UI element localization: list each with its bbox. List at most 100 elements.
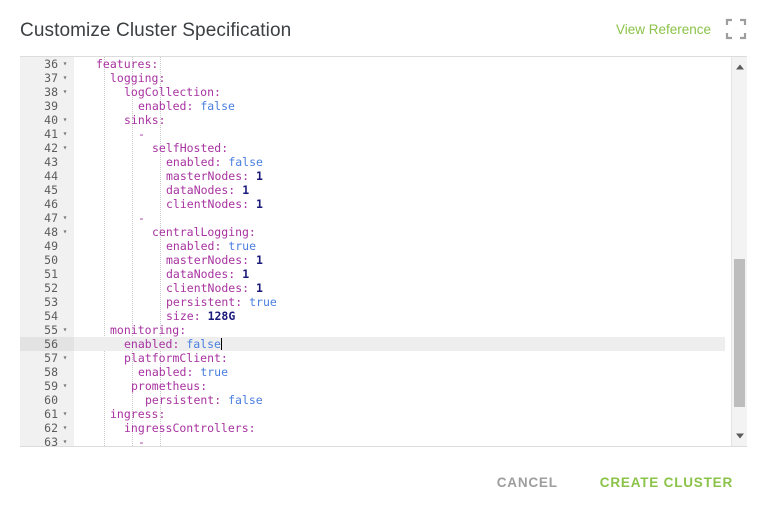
fold-toggle-icon[interactable]: ▾ [62,381,68,390]
code-token: centralLogging: [152,225,256,239]
code-text: platformClient: [74,351,228,365]
code-text: features: [74,57,158,71]
code-token: masterNodes: [166,253,250,267]
code-text: enabled: false [74,155,263,169]
code-text: sinks: [74,113,166,127]
code-line[interactable]: 63▾ - [20,435,725,446]
line-number: 60 [20,393,74,407]
dialog-header: Customize Cluster Specification View Ref… [0,0,763,52]
code-line[interactable]: 47▾- [20,211,725,225]
line-number: 63▾ [20,435,74,446]
fold-toggle-icon[interactable]: ▾ [62,353,68,362]
code-line[interactable]: 38▾logCollection: [20,85,725,99]
cancel-button[interactable]: CANCEL [493,469,562,496]
code-text: - [74,211,145,225]
code-token: - [138,435,145,446]
fold-toggle-icon[interactable]: ▾ [62,87,68,96]
line-number: 51 [20,267,74,281]
line-number: 62▾ [20,421,74,435]
code-line[interactable]: 57▾platformClient: [20,351,725,365]
code-line[interactable]: 42▾selfHosted: [20,141,725,155]
fold-toggle-icon[interactable]: ▾ [62,129,68,138]
fold-toggle-icon[interactable]: ▾ [62,213,68,222]
code-token: monitoring: [110,323,187,337]
code-line[interactable]: 36▾features: [20,57,725,71]
code-text: - [74,127,145,141]
code-token [249,253,256,267]
fullscreen-expand-icon[interactable] [725,18,747,40]
code-text: logCollection: [74,85,221,99]
create-cluster-button[interactable]: CREATE CLUSTER [596,469,737,496]
code-token [249,197,256,211]
code-text: clientNodes: 1 [74,281,263,295]
code-token: 1 [256,197,263,211]
code-line[interactable]: 62▾ ingressControllers: [20,421,725,435]
scroll-down-arrow[interactable] [732,428,747,444]
code-line[interactable]: 55▾ monitoring: [20,323,725,337]
line-number: 55▾ [20,323,74,337]
code-text: enabled: true [74,239,256,253]
line-number: 53 [20,295,74,309]
fold-toggle-icon[interactable]: ▾ [62,437,68,446]
line-number: 48▾ [20,225,74,239]
code-token: 1 [256,281,263,295]
code-line[interactable]: 37▾logging: [20,71,725,85]
code-line[interactable]: 48▾ centralLogging: [20,225,725,239]
fold-toggle-icon[interactable]: ▾ [62,227,68,236]
line-number: 47▾ [20,211,74,225]
line-number: 42▾ [20,141,74,155]
code-token: sinks: [124,113,166,127]
code-token: 1 [242,267,250,281]
fold-toggle-icon[interactable]: ▾ [62,59,68,68]
code-text: dataNodes: 1 [74,183,249,197]
code-token: 1 [256,169,263,183]
fold-toggle-icon[interactable]: ▾ [62,143,68,152]
fold-toggle-icon[interactable]: ▾ [62,115,68,124]
line-number: 44 [20,169,74,183]
code-token: dataNodes: [166,183,236,197]
code-lines-container[interactable]: 36▾features:37▾logging:38▾logCollection:… [20,57,725,446]
code-token: size: [166,309,201,323]
line-number: 59▾ [20,379,74,393]
yaml-code-editor[interactable]: 36▾features:37▾logging:38▾logCollection:… [20,56,747,447]
fold-toggle-icon[interactable]: ▾ [62,325,68,334]
line-number: 58 [20,365,74,379]
code-text: masterNodes: 1 [74,253,263,267]
fold-toggle-icon[interactable]: ▾ [62,409,68,418]
code-token: ingressControllers: [124,421,256,435]
code-token: ingress: [110,407,166,421]
code-token: logging: [110,71,166,85]
dialog-footer: CANCEL CREATE CLUSTER [0,460,763,504]
code-line[interactable]: 61▾ingress: [20,407,725,421]
code-line[interactable]: 59▾prometheus: [20,379,725,393]
code-token: enabled: [138,365,194,379]
code-text: centralLogging: [74,225,256,239]
line-number: 45 [20,183,74,197]
scroll-up-arrow[interactable] [732,59,747,75]
code-text: enabled: false [74,99,235,113]
fold-toggle-icon[interactable]: ▾ [62,423,68,432]
scrollbar-thumb[interactable] [734,259,745,407]
code-token: false [200,99,235,113]
editor-vertical-scrollbar[interactable] [731,57,747,446]
fold-toggle-icon[interactable]: ▾ [62,73,68,82]
code-text: persistent: true [74,295,277,309]
code-line[interactable]: 41▾- [20,127,725,141]
view-reference-link[interactable]: View Reference [615,21,711,37]
text-cursor [220,338,222,350]
code-line[interactable]: 40▾sinks: [20,113,725,127]
